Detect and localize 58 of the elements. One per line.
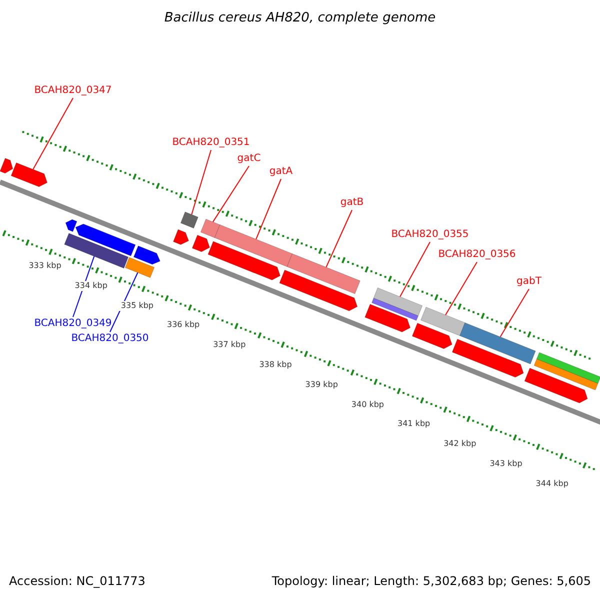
scale-label: 333 kbp	[26, 261, 64, 271]
gene-bar	[214, 224, 293, 267]
gene-feature	[0, 158, 14, 174]
gene-feature	[452, 338, 524, 378]
gene-feature	[524, 368, 588, 404]
gene-bar	[372, 298, 418, 321]
gene-label: gatB	[340, 198, 364, 208]
gene-bar	[200, 218, 220, 238]
gene-bar	[460, 322, 536, 364]
gene-label: BCAH820_0347	[34, 86, 112, 96]
gene-feature	[133, 246, 160, 265]
leader-line	[500, 288, 530, 338]
scale-label: 337 kbp	[211, 340, 248, 350]
gene-bar	[124, 257, 155, 278]
footer-text: Accession: NC_011773	[9, 575, 146, 587]
gene-bar	[64, 233, 129, 268]
leader-line	[191, 150, 212, 215]
scale-label: 339 kbp	[303, 380, 340, 390]
gene-feature	[279, 270, 358, 312]
leader-line	[256, 178, 282, 240]
scale-label: 342 kbp	[442, 439, 478, 450]
gene-feature	[10, 162, 48, 188]
gene-label: gatA	[269, 167, 293, 177]
gene-feature	[173, 229, 189, 245]
scale-label: 343 kbp	[488, 459, 524, 469]
gene-feature	[208, 241, 280, 280]
leader-line	[32, 98, 74, 170]
footer-text: Topology: linear; Length: 5,302,683 bp; Genes: 5,605	[272, 575, 591, 587]
scale-label: 341 kbp	[396, 419, 432, 430]
gene-bar	[373, 288, 423, 316]
scale-label: 340 kbp	[349, 400, 386, 410]
leader-line	[444, 262, 478, 316]
leader-line	[212, 166, 250, 222]
gene-bar	[536, 352, 600, 384]
gene-feature	[364, 304, 410, 332]
scale-label: 336 kbp	[165, 320, 202, 330]
gene-label: BCAH820_0349	[34, 319, 112, 329]
gene-label: gatC	[237, 154, 261, 164]
gene-bar	[420, 306, 466, 336]
gene-feature	[75, 224, 136, 256]
scale-label: 334 kbp	[72, 280, 110, 291]
gene-label: BCAH820_0350	[71, 334, 149, 344]
gene-label: BCAH820_0351	[172, 138, 250, 148]
gene-label: BCAH820_0355	[391, 230, 469, 240]
gene-label: BCAH820_0356	[438, 250, 516, 260]
leader-line	[400, 242, 430, 298]
title: Bacillus cereus AH820, complete genome	[164, 12, 436, 24]
leader-line	[326, 210, 352, 268]
gene-bar	[286, 253, 360, 294]
gene-feature	[192, 234, 210, 252]
gene-bar	[534, 358, 598, 390]
gene-bar	[180, 212, 198, 228]
scale-label: 335 kbp	[118, 300, 156, 311]
gene-label: gabT	[516, 277, 542, 287]
scale-label: 338 kbp	[257, 360, 294, 370]
gene-feature	[65, 219, 78, 232]
gene-feature	[412, 322, 452, 349]
scale-label: 344 kbp	[534, 478, 570, 489]
